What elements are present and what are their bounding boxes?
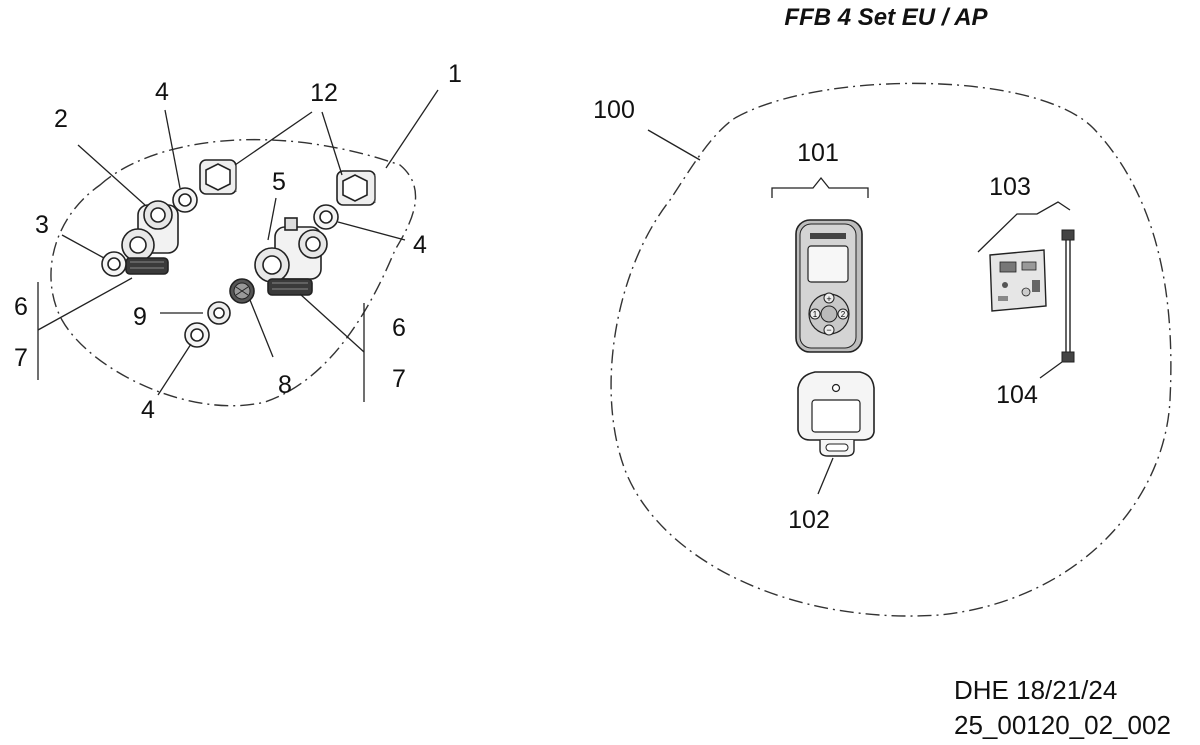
button-1-icon (809, 308, 821, 320)
seal-ring-4c (184, 322, 210, 348)
doc-number-label: 25_00120_02_002 (954, 710, 1171, 740)
fittings-boundary (50, 139, 417, 407)
receiver-board-103 (989, 249, 1047, 312)
seal-ring-4a (172, 187, 198, 213)
adapter-12-left (199, 159, 237, 195)
remote-set-group: + − 1 2 (593, 82, 1172, 617)
callout-7-left: 7 (14, 344, 28, 372)
callout-12: 12 (310, 79, 338, 107)
button-2-glyph: 2 (841, 310, 846, 319)
callout-5: 5 (272, 168, 286, 196)
angle-valve-right (254, 217, 328, 296)
seal-ring-3 (101, 251, 127, 277)
button-1-glyph: 1 (813, 310, 818, 319)
fittings-group: 1 2 3 4 4 4 5 6 7 6 7 8 9 12 (14, 60, 462, 424)
cable-104 (1061, 229, 1075, 363)
doc-model-label: DHE 18/21/24 (954, 675, 1117, 705)
angle-valve-left (121, 200, 179, 275)
minus-glyph: − (826, 325, 831, 335)
callout-3: 3 (35, 211, 49, 239)
remote-set-boundary (610, 82, 1172, 617)
callout-101: 101 (797, 139, 839, 167)
strainer-8 (229, 278, 255, 304)
seal-ring-4b (313, 204, 339, 230)
callout-4-right: 4 (413, 231, 427, 259)
diagram-title: FFB 4 Set EU / AP (784, 4, 988, 31)
wall-holder-102 (797, 371, 875, 457)
callout-4-top: 4 (155, 78, 169, 106)
callout-100: 100 (593, 96, 635, 124)
callout-4-bottom: 4 (141, 396, 155, 424)
callout-2: 2 (54, 105, 68, 133)
callout-103: 103 (989, 173, 1031, 201)
callout-6-left: 6 (14, 293, 28, 321)
callout-7-right: 7 (392, 365, 406, 393)
button-2-icon (837, 308, 849, 320)
callout-9: 9 (133, 303, 147, 331)
plus-button-icon (823, 292, 835, 304)
plus-glyph: + (826, 294, 831, 304)
remote-control-101: + − 1 2 (795, 219, 863, 353)
flow-limiter-9 (207, 301, 231, 325)
callout-102: 102 (788, 506, 830, 534)
callout-104: 104 (996, 381, 1038, 409)
callout-6-right: 6 (392, 314, 406, 342)
adapter-12-right (336, 170, 376, 206)
callout-1: 1 (448, 60, 462, 88)
minus-button-icon (823, 324, 835, 336)
callout-8: 8 (278, 371, 292, 399)
